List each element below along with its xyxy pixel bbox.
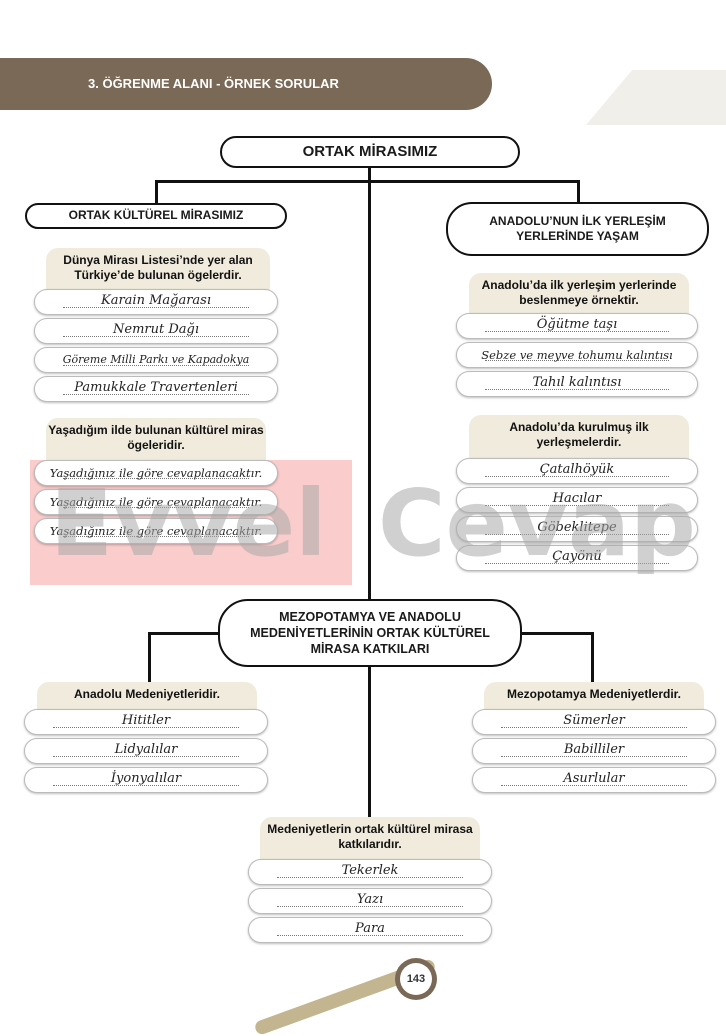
answer-text: Tahıl kalıntısı (532, 375, 622, 390)
answer-slot: Çatalhöyük (456, 458, 698, 484)
main-title-text: ORTAK MİRASIMIZ (302, 143, 438, 160)
answer-text: Yaşadığınız ile göre cevaplanacaktır. (49, 524, 263, 538)
section-header: 3. ÖĞRENME ALANI - ÖRNEK SORULAR (0, 58, 492, 110)
bottom-box-heading-text: Medeniyetlerin ortak kültürel mirasa kat… (267, 822, 473, 851)
mezopotamya-box-heading-text: Mezopotamya Medeniyetlerdir. (506, 687, 682, 701)
answer-text: Çayönü (552, 549, 602, 564)
answer-slot: Nemrut Dağı (34, 318, 278, 344)
answer-text: İyonyalılar (110, 771, 182, 786)
right-section-title-text: ANADOLU’NUN İLK YERLEŞİM YERLERİNDE YAŞA… (489, 214, 666, 243)
middle-section-title: MEZOPOTAMYA VE ANADOLU MEDENİYETLERİNİN … (218, 599, 522, 667)
answer-text: Yaşadığınız ile göre cevaplanacaktır. (49, 466, 263, 480)
answer-slot: Yaşadığınız ile göre cevaplanacaktır. (34, 518, 278, 544)
main-title: ORTAK MİRASIMIZ (220, 136, 520, 168)
anadolu-box-heading-text: Anadolu Medeniyetleridir. (73, 687, 221, 701)
left-box1-heading: Dünya Mirası Listesi’nde yer alan Türkiy… (46, 248, 270, 296)
answer-slot: Hititler (24, 709, 268, 735)
answer-slot: Tahıl kalıntısı (456, 371, 698, 397)
answer-text: Öğütme taşı (536, 317, 618, 332)
right-box1-heading-text: Anadolu’da ilk yerleşim yerlerinde besle… (481, 278, 677, 307)
connector-line (591, 632, 594, 682)
header-decoration (586, 70, 726, 125)
connector-line (520, 632, 594, 635)
answer-text: Para (355, 921, 385, 936)
watermark-text: Evvel (50, 470, 327, 577)
answer-text: Hacılar (552, 491, 602, 506)
connector-line (368, 665, 371, 817)
answer-text: Göreme Milli Parkı ve Kapadokya (62, 353, 250, 366)
connector-line (148, 632, 151, 682)
answer-text: Babilliler (563, 742, 625, 757)
answer-slot: Tekerlek (248, 859, 492, 885)
answer-slot: Çayönü (456, 545, 698, 571)
anadolu-box-heading: Anadolu Medeniyetleridir. (37, 682, 257, 712)
connector-line (368, 167, 371, 602)
connector-line (148, 632, 220, 635)
answer-slot: Sümerler (472, 709, 716, 735)
page-number: 143 (400, 963, 432, 995)
left-section-title: ORTAK KÜLTÜREL MİRASIMIZ (25, 203, 287, 229)
connector-line (577, 180, 580, 205)
answer-slot: Sebze ve meyve tohumu kalıntısı (456, 342, 698, 368)
answer-text: Pamukkale Travertenleri (74, 380, 238, 395)
answer-text: Sebze ve meyve tohumu kalıntısı (481, 348, 673, 362)
right-box2-heading-text: Anadolu’da kurulmuş ilk yerleşmelerdir. (509, 420, 649, 449)
answer-slot: Öğütme taşı (456, 313, 698, 339)
answer-text: Göbeklitepe (537, 520, 617, 535)
answer-slot: Göreme Milli Parkı ve Kapadokya (34, 347, 278, 373)
answer-text: Sümerler (563, 713, 625, 728)
answer-text: Yazı (356, 892, 384, 907)
answer-slot: Pamukkale Travertenleri (34, 376, 278, 402)
connector-line (155, 180, 158, 205)
mezopotamya-box-heading: Mezopotamya Medeniyetlerdir. (484, 682, 704, 712)
answer-text: Hititler (121, 713, 171, 728)
answer-text: Nemrut Dağı (113, 322, 199, 337)
answer-slot: Asurlular (472, 767, 716, 793)
right-box2-heading: Anadolu’da kurulmuş ilk yerleşmelerdir. (469, 415, 689, 463)
answer-slot: Yaşadığınız ile göre cevaplanacaktır. (34, 489, 278, 515)
left-box1-heading-text: Dünya Mirası Listesi’nde yer alan Türkiy… (63, 253, 253, 282)
middle-section-title-text: MEZOPOTAMYA VE ANADOLU MEDENİYETLERİNİN … (250, 610, 490, 656)
answer-slot: Göbeklitepe (456, 516, 698, 542)
right-section-title: ANADOLU’NUN İLK YERLEŞİM YERLERİNDE YAŞA… (446, 202, 709, 256)
answer-text: Tekerlek (341, 863, 399, 878)
answer-slot: Babilliler (472, 738, 716, 764)
connector-line (155, 180, 580, 183)
answer-slot: Karain Mağarası (34, 289, 278, 315)
answer-slot: Lidyalılar (24, 738, 268, 764)
answer-text: Çatalhöyük (539, 462, 615, 477)
answer-text: Karain Mağarası (100, 293, 212, 308)
answer-slot: Para (248, 917, 492, 943)
left-box2-heading-text: Yaşadığım ilde bulunan kültürel miras ög… (48, 423, 264, 452)
answer-text: Yaşadığınız ile göre cevaplanacaktır. (49, 495, 263, 509)
answer-slot: Yazı (248, 888, 492, 914)
answer-slot: İyonyalılar (24, 767, 268, 793)
bottom-box-heading: Medeniyetlerin ortak kültürel mirasa kat… (260, 817, 480, 865)
left-box2-heading: Yaşadığım ilde bulunan kültürel miras ög… (46, 418, 266, 466)
answer-text: Lidyalılar (114, 742, 178, 757)
answer-text: Asurlular (563, 771, 625, 786)
answer-slot: Hacılar (456, 487, 698, 513)
watermark-text: Cevap (378, 470, 696, 577)
left-section-title-text: ORTAK KÜLTÜREL MİRASIMIZ (68, 208, 244, 222)
answer-slot: Yaşadığınız ile göre cevaplanacaktır. (34, 460, 278, 486)
header-title: 3. ÖĞRENME ALANI - ÖRNEK SORULAR (88, 76, 339, 91)
